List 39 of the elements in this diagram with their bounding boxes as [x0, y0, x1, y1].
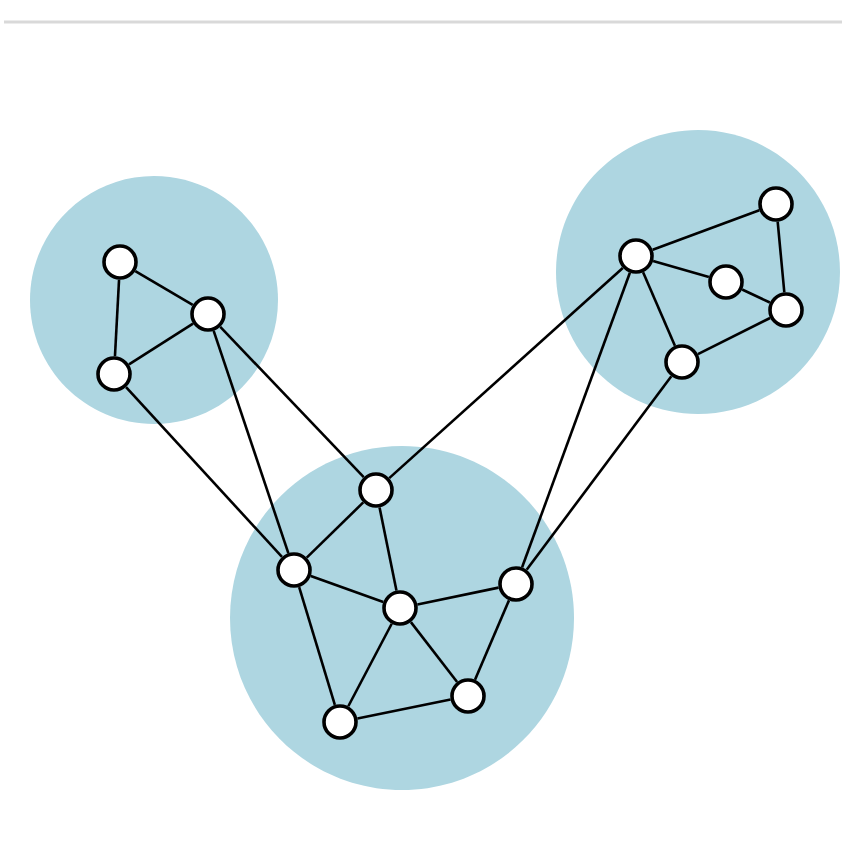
connector-line: [305, 501, 365, 559]
connector-line: [113, 279, 121, 357]
connector-line: [697, 316, 771, 356]
graph-node: [358, 472, 394, 508]
connector-line: [347, 623, 393, 707]
graph-node: [708, 264, 744, 300]
graph-node: [382, 590, 418, 626]
cluster-circle: [556, 130, 840, 414]
connector-line: [219, 326, 365, 479]
connector-line: [741, 288, 771, 304]
connector-line: [473, 599, 511, 681]
graph-node: [618, 238, 654, 274]
connector-line: [212, 330, 290, 554]
graph-node: [664, 344, 700, 380]
connector-line: [297, 586, 337, 706]
connector-line: [128, 322, 194, 366]
connector-line: [378, 507, 398, 591]
connector-line: [125, 386, 283, 558]
connector-line: [525, 375, 673, 571]
connector-line: [641, 271, 677, 347]
connector-line: [520, 272, 632, 568]
connector-line: [652, 259, 710, 279]
connector-line: [776, 221, 786, 293]
graph-node: [450, 678, 486, 714]
graph-node: [322, 704, 358, 740]
cluster-circle: [230, 446, 574, 790]
graph-node: [758, 186, 794, 222]
connector-line: [134, 269, 194, 307]
graph-node: [276, 552, 312, 588]
connector-line: [388, 266, 624, 480]
connector-line: [357, 698, 451, 720]
connector-line: [652, 209, 760, 252]
graph-node: [96, 356, 132, 392]
connector-line: [417, 586, 499, 606]
connector-line: [409, 621, 459, 683]
graph-node: [768, 292, 804, 328]
connector-line: [310, 574, 384, 604]
cluster-circle: [30, 176, 278, 424]
graph-node: [190, 296, 226, 332]
